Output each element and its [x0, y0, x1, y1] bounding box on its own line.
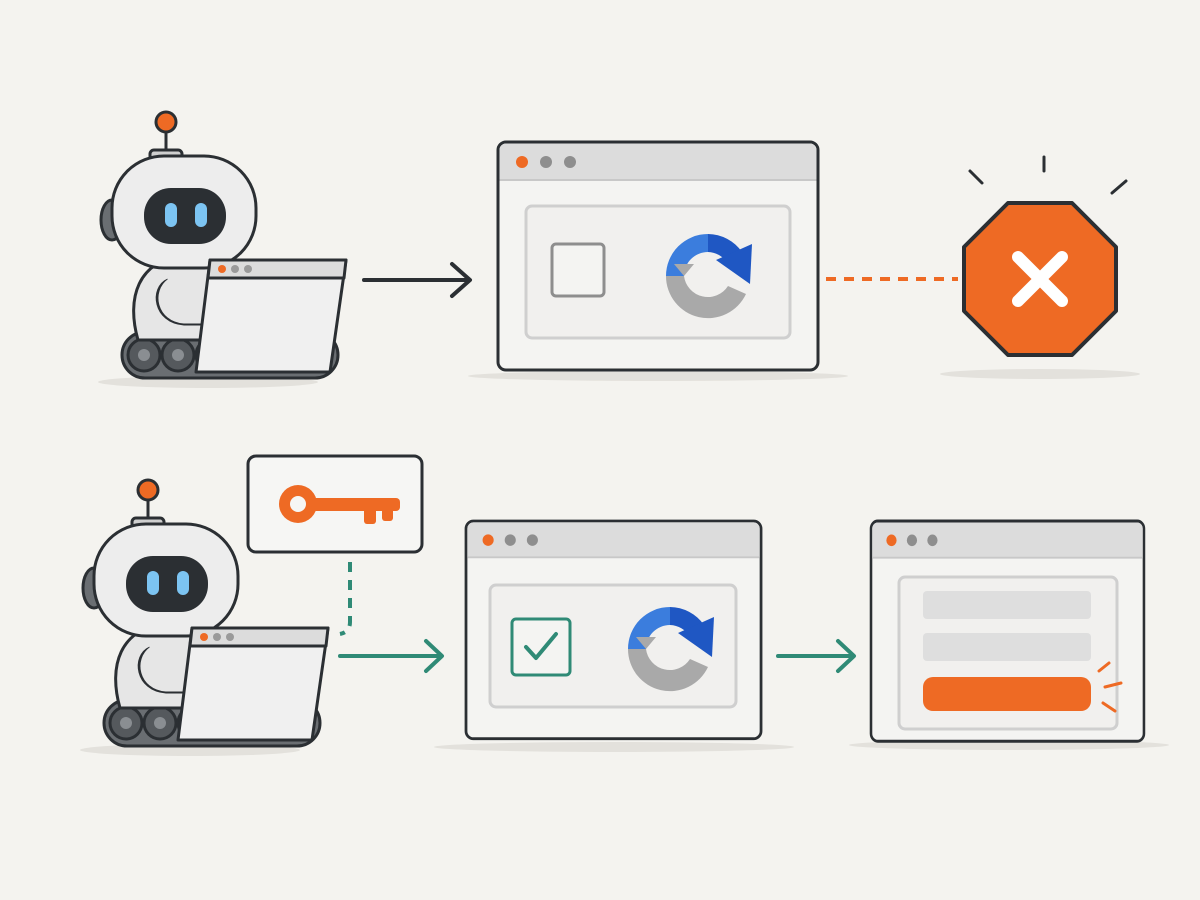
- browser-window-captcha-solved: [434, 519, 794, 752]
- arrow-right-icon: [362, 262, 472, 298]
- captcha-checkbox[interactable]: [550, 242, 606, 298]
- key-icon: [279, 485, 400, 524]
- click-burst-icon: [1097, 661, 1123, 713]
- arrow-right-icon: [776, 639, 856, 673]
- key-card: [246, 454, 424, 554]
- form-field[interactable]: [923, 633, 1091, 661]
- form-field[interactable]: [923, 591, 1091, 619]
- submit-button[interactable]: [923, 677, 1091, 711]
- key-connector: [339, 562, 352, 636]
- form-page-window: [849, 519, 1169, 750]
- captcha-checkbox-checked[interactable]: [510, 617, 572, 677]
- stop-x-icon: [940, 155, 1140, 379]
- browser-window-captcha: [468, 140, 848, 381]
- flow-blocked: [98, 112, 1140, 388]
- checkmark-icon: [524, 632, 558, 660]
- robot-with-laptop: [98, 112, 346, 388]
- arrow-right-icon: [338, 639, 444, 673]
- flow-authorized: [80, 454, 1169, 756]
